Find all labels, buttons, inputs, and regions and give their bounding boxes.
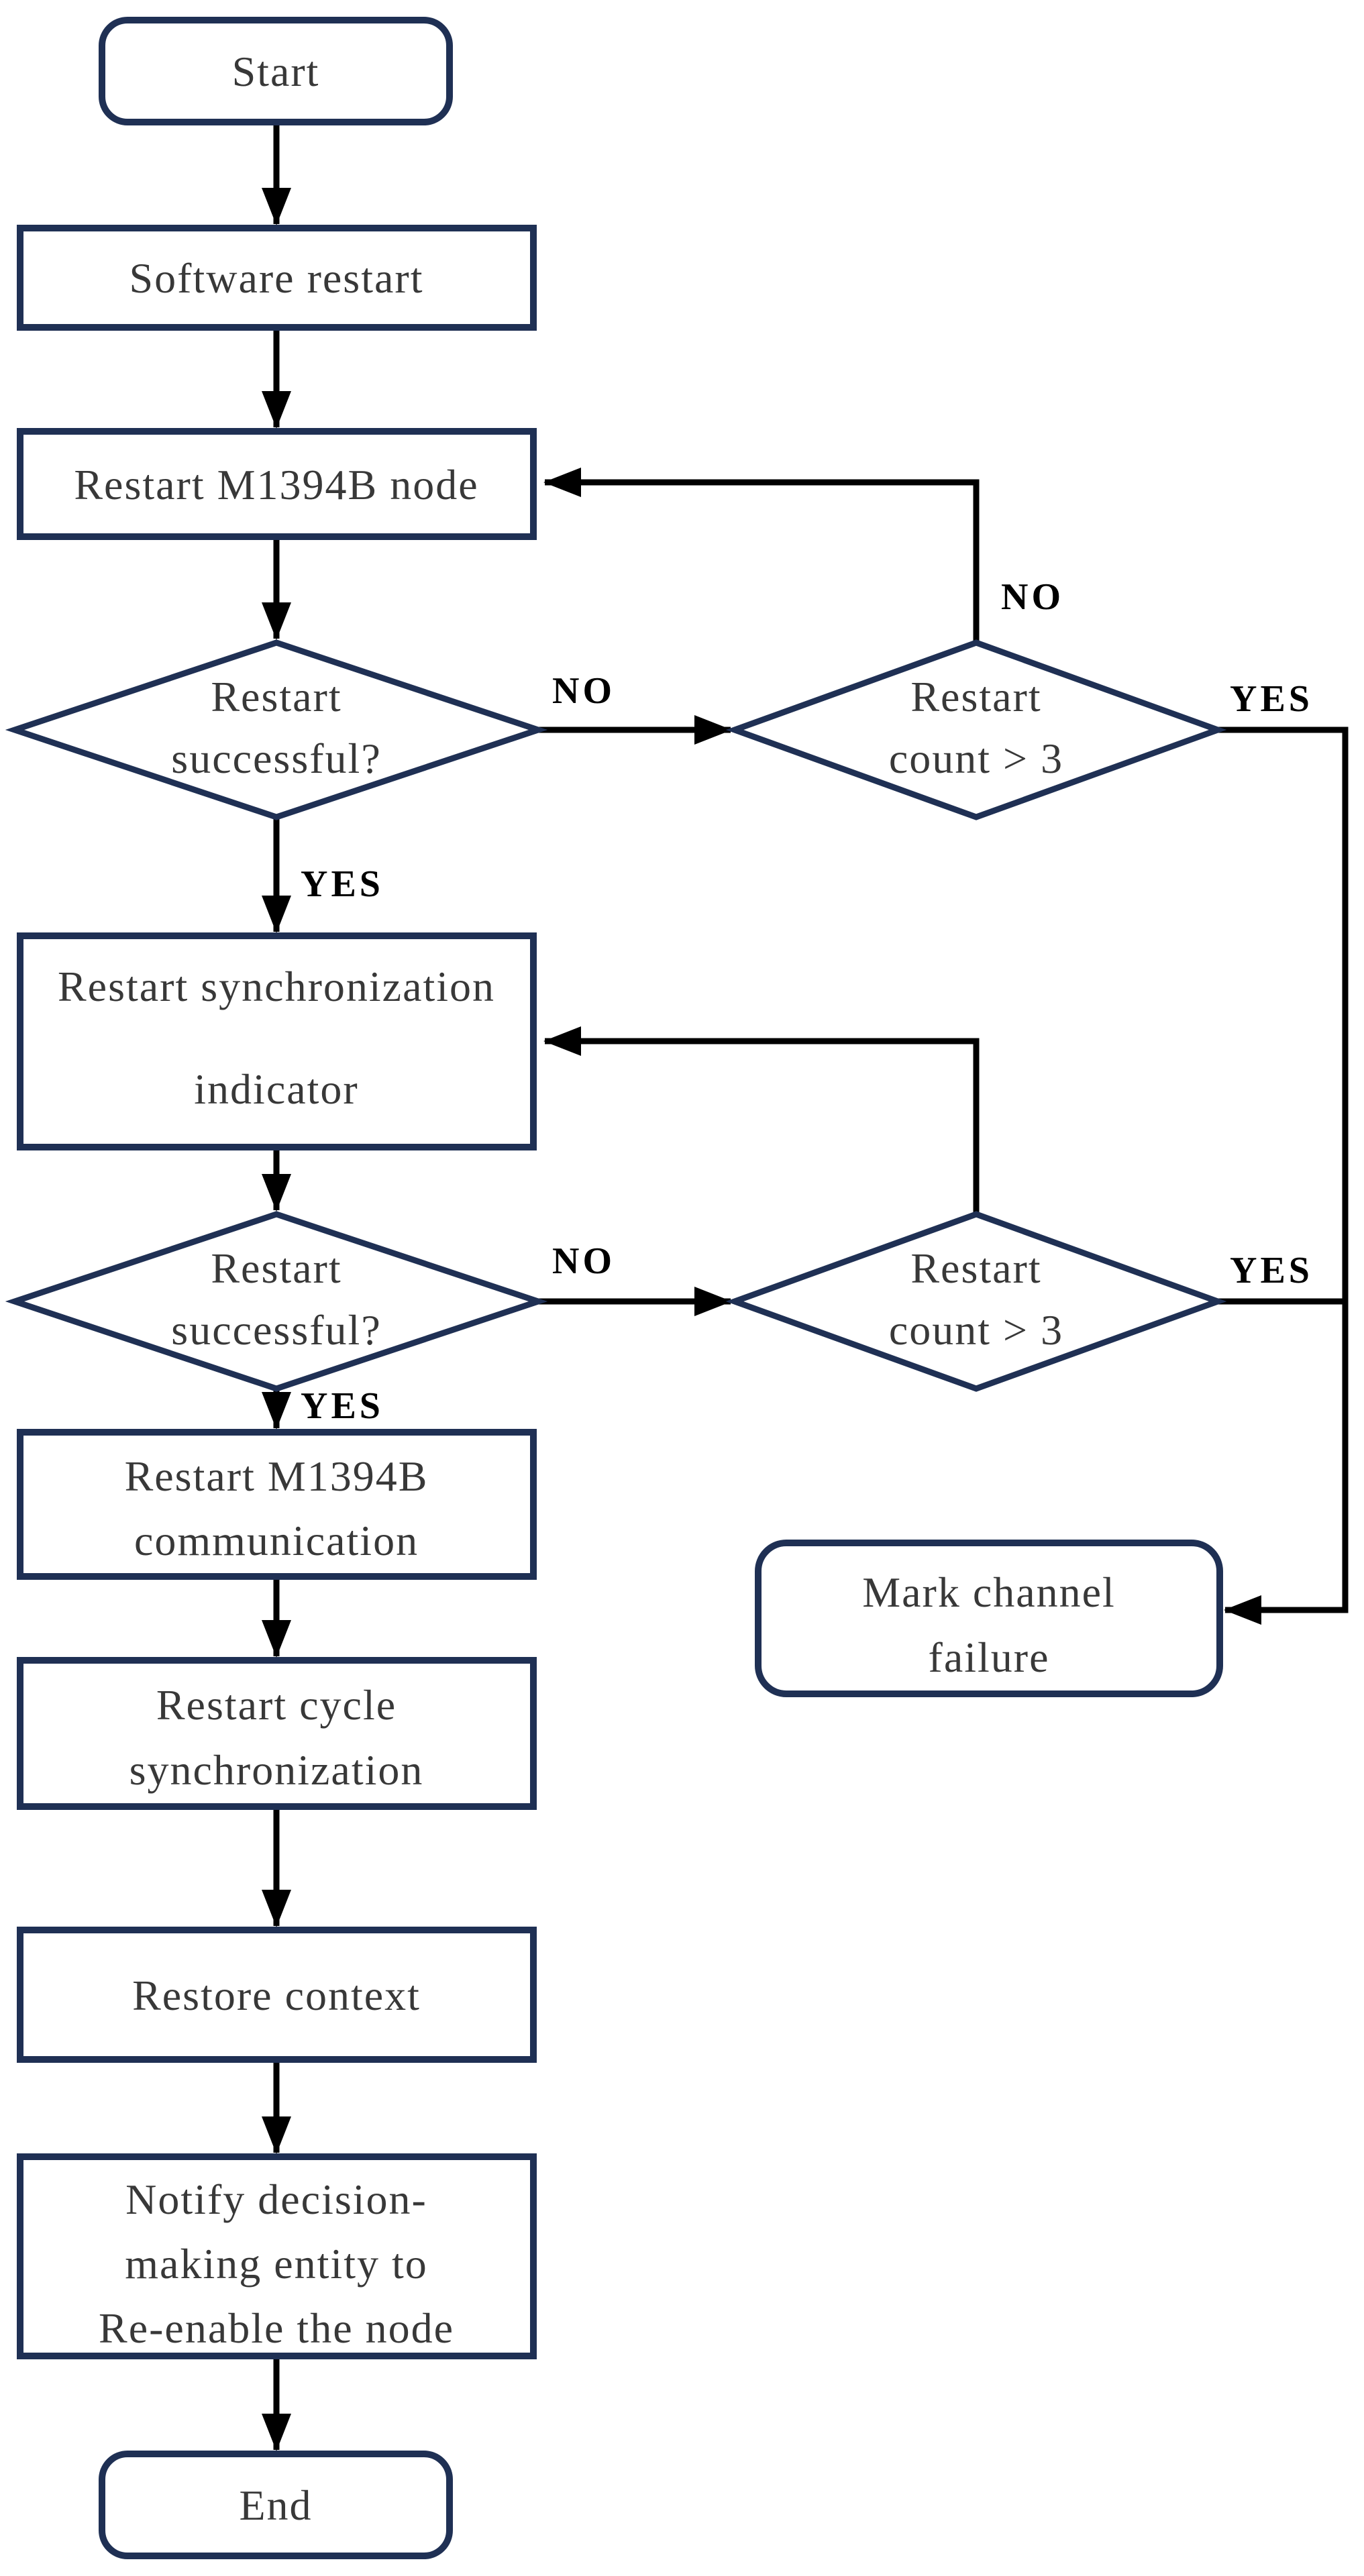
label-row1-count-yes: YES: [1230, 678, 1313, 720]
count1-shape: [725, 639, 1227, 820]
restore-context-shape: [17, 1927, 537, 2063]
edge-count2-no-feedback-to-sync-indicator: [543, 1026, 980, 1214]
restore-context-label: Restore context: [132, 1972, 421, 2019]
node-mark-failure: Mark channel failure: [755, 1540, 1223, 1697]
count1-label-line1: Restart: [910, 673, 1041, 720]
end-label: End: [239, 2481, 312, 2529]
restart-comm-label-line1: Restart M1394B: [125, 1452, 429, 1500]
label-row1-yes: YES: [301, 863, 384, 905]
count2-label-line2: count > 3: [889, 1306, 1063, 1354]
edges: [262, 122, 1349, 2451]
node-count2: Restart count > 3: [725, 1211, 1227, 1392]
decision1-label-line2: successful?: [171, 735, 381, 782]
node-end: End: [99, 2451, 453, 2559]
label-row1-no: NO: [552, 670, 615, 712]
sync-indicator-label-line2: indicator: [194, 1065, 358, 1113]
node-decision1: Restart successful?: [5, 639, 548, 820]
node-count1: Restart count > 3: [725, 639, 1227, 820]
mark-failure-shape: [755, 1540, 1223, 1697]
sync-indicator-shape: [17, 932, 537, 1150]
label-row2-yes: YES: [301, 1385, 384, 1427]
node-restore-context: Restore context: [17, 1927, 537, 2063]
software-restart-label: Software restart: [129, 254, 424, 302]
decision1-label-line1: Restart: [211, 673, 342, 720]
decision2-shape: [5, 1211, 548, 1392]
count1-label-line2: count > 3: [889, 735, 1063, 782]
cycle-sync-shape: [17, 1657, 537, 1810]
sync-indicator-label-line1: Restart synchronization: [58, 963, 495, 1010]
end-shape: [99, 2451, 453, 2559]
restart-node-shape: [17, 428, 537, 540]
edge-count1-no-feedback-to-restart-node: [543, 468, 980, 643]
node-software-restart: Software restart: [17, 225, 537, 331]
node-restart-comm: Restart M1394B communication: [17, 1429, 537, 1580]
start-shape: [99, 17, 453, 125]
label-row2-count-yes: YES: [1230, 1250, 1313, 1291]
label-row2-no: NO: [552, 1240, 615, 1282]
edge-labels: NO YES NO YES NO YES YES: [301, 576, 1313, 1427]
mark-failure-label-line2: failure: [929, 1633, 1050, 1681]
node-decision2: Restart successful?: [5, 1211, 548, 1392]
node-cycle-sync: Restart cycle synchronization: [17, 1657, 537, 1810]
restart-comm-label-line2: communication: [134, 1517, 419, 1564]
notify-shape: [17, 2153, 537, 2359]
cycle-sync-label-line1: Restart cycle: [156, 1681, 397, 1729]
node-sync-indicator: Restart synchronization indicator: [17, 932, 537, 1150]
restart-node-label: Restart M1394B node: [74, 461, 478, 508]
cycle-sync-label-line2: synchronization: [129, 1746, 424, 1794]
decision1-shape: [5, 639, 548, 820]
notify-label-line3: Re-enable the node: [99, 2304, 454, 2352]
mark-failure-label-line1: Mark channel: [862, 1568, 1116, 1616]
node-restart-node: Restart M1394B node: [17, 428, 537, 540]
label-row1-feedback-no: NO: [1001, 576, 1064, 618]
notify-label-line2: making entity to: [125, 2240, 428, 2288]
restart-comm-shape: [17, 1429, 537, 1580]
start-label: Start: [232, 48, 320, 95]
node-notify: Notify decision- making entity to Re-ena…: [17, 2153, 537, 2359]
count2-label-line1: Restart: [910, 1244, 1041, 1292]
edge-count1-yes-rail-to-mark-failure: [1218, 727, 1349, 1625]
decision2-label-line1: Restart: [211, 1244, 342, 1292]
notify-label-line1: Notify decision-: [125, 2176, 427, 2223]
software-restart-shape: [17, 225, 537, 331]
node-start: Start: [99, 17, 453, 125]
decision2-label-line2: successful?: [171, 1306, 381, 1354]
count2-shape: [725, 1211, 1227, 1392]
